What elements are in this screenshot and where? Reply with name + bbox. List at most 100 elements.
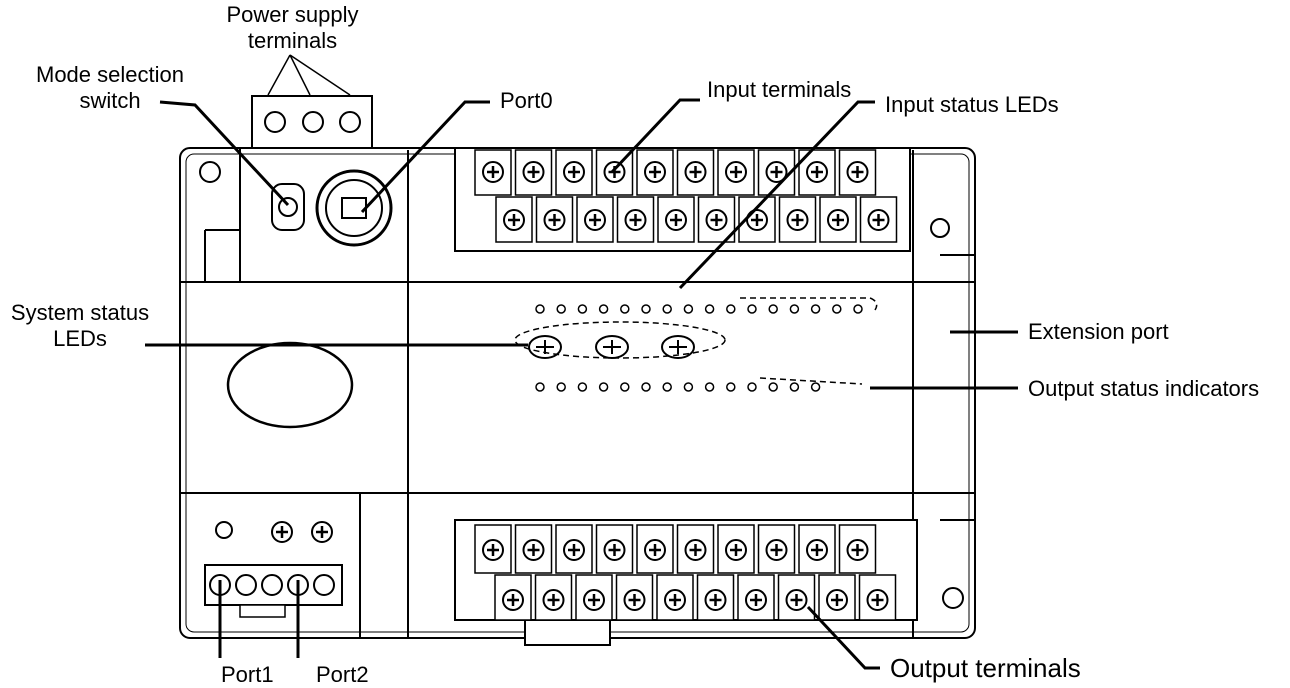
terminal-screw-icon [636,524,674,574]
input-terminals-label: Input terminals [707,77,852,102]
terminal-screw-icon [738,196,776,243]
led-dot-icon [810,382,821,392]
led-dot-icon [556,382,566,392]
led-dot-icon [768,382,778,392]
led-dot-icon [704,382,715,392]
system-status-leds [528,335,695,359]
terminal-screw-icon [535,196,574,243]
terminal-screw-icon [474,524,512,574]
led-dot-icon [641,304,651,314]
terminal-screw-icon [514,149,553,196]
led-dot-icon [641,382,651,392]
label-window [226,341,354,429]
port-pin-icon [261,574,283,596]
terminal-screw-icon [717,149,755,196]
led-dot-icon [598,382,609,392]
led-dot-icon [747,382,757,392]
terminal-screw-icon [595,524,634,574]
led-dot-icon [662,382,672,392]
power-supply-label-line2: terminals [247,28,338,53]
input-status-leds [535,304,863,314]
port0-connector [315,169,393,247]
terminal-screw-icon [696,574,735,621]
output-status-indicators-label: Output status indicators [1028,376,1260,401]
led-dot-icon [598,304,609,314]
terminal-screw-icon [514,524,553,574]
terminal-screw-icon [575,574,613,621]
terminal-screw-icon [838,149,877,196]
terminal-screw-icon [858,574,897,621]
led-panel [514,304,863,392]
port2-label: Port2 [316,662,369,687]
terminal-screw-icon [819,196,857,243]
mounting-hole-icon [199,161,964,609]
terminal-screw-icon [474,149,512,196]
led-dot-icon [853,304,863,314]
led-dot-icon [726,382,736,392]
led-dot-icon [789,382,800,392]
extension-port-label: Extension port [1028,319,1169,344]
mode-selection-label-line2: switch [79,88,141,113]
system-led-icon [595,335,629,359]
terminal-screw-icon [838,524,877,574]
led-dot-icon [726,304,736,314]
port-pin-icon [235,574,257,596]
terminal-screw-icon [717,524,755,574]
led-dot-icon [535,304,545,314]
terminal-screw-icon [737,574,775,621]
led-dot-icon [620,304,630,314]
terminal-screw-icon [798,524,836,574]
led-dot-icon [662,304,672,314]
led-dot-icon [810,304,821,314]
system-status-label-line1: System status [10,300,150,325]
led-dot-icon [768,304,778,314]
terminal-screw-icon [615,574,654,621]
terminal-screw-icon [657,196,695,243]
terminal-screw-icon [576,196,614,243]
system-led-icon [661,335,695,359]
led-dot-icon [747,304,757,314]
terminal-screw-icon [676,524,715,574]
terminal-screw-icon [676,149,715,196]
mode-selection-label-line1: Mode selection [36,62,184,87]
terminal-screw-icon [656,574,694,621]
leader-lines [145,54,1018,670]
terminal-screw-icon [495,196,533,243]
terminal-screw-icon [757,524,796,574]
led-dot-icon [683,382,694,392]
led-dot-icon [577,382,588,392]
led-dot-icon [683,304,694,314]
output-terminal-block [454,519,918,646]
terminal-screw-icon [616,196,655,243]
output-terminals-label: Output terminals [890,653,1081,683]
terminal-screw-icon [636,149,674,196]
terminal-screw-icon [818,574,856,621]
terminal-screw-icon [555,149,593,196]
led-dot-icon [535,382,545,392]
terminal-screw-icon [697,196,736,243]
terminal-screw-icon [777,574,816,621]
led-dot-icon [789,304,800,314]
power-supply-label: Power supply terminals [195,2,390,54]
led-dot-icon [620,382,630,392]
terminal-screw-icon [534,574,573,621]
power-supply-label-line1: Power supply [226,2,359,27]
terminal-screw-icon [778,196,817,243]
led-dot-icon [556,304,566,314]
port1-label: Port1 [221,662,274,687]
port-pin-icon [313,574,335,596]
led-dot-icon [704,304,715,314]
port0-label: Port0 [500,88,553,113]
terminal-screw-icon [494,574,532,621]
output-status-indicators [535,382,821,392]
led-dot-icon [832,304,842,314]
terminal-screw-icon [555,524,593,574]
input-status-leds-label: Input status LEDs [885,92,1059,117]
system-status-leds-label: System status LEDs [0,300,160,352]
power-supply-terminal-block [251,95,373,149]
led-dot-icon [577,304,588,314]
terminal-screw-icon [859,196,898,243]
mode-selection-switch [271,183,305,231]
input-terminal-block [454,147,911,252]
